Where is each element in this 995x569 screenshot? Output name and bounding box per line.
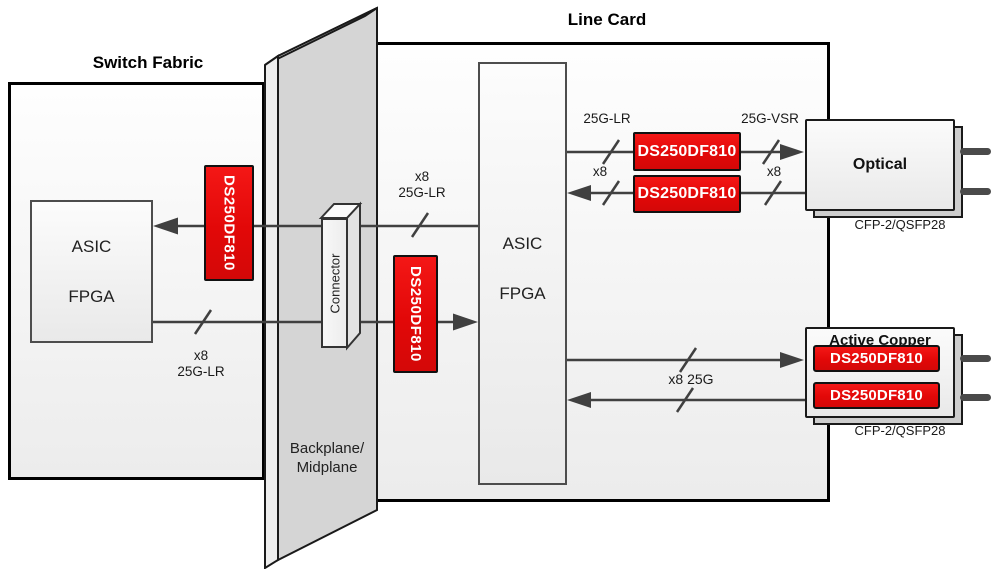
- optical-vsr-rate-label: 25G-VSR: [741, 111, 799, 126]
- optical-connector-type-label: CFP-2/QSFP28: [854, 217, 946, 232]
- retimer-optical-tx: DS250DF810: [633, 132, 741, 171]
- bus-label-sf-lanes: x8: [193, 348, 209, 363]
- optical-vsr-lanes-label: x8: [766, 164, 782, 179]
- optical-module-title: Optical: [852, 156, 908, 173]
- copper-connector-type-label: CFP-2/QSFP28: [854, 423, 946, 438]
- connector-box: Connector: [321, 218, 348, 348]
- line-card-asic-label: ASIC: [502, 234, 543, 253]
- retimer-line-card-label: DS250DF810: [407, 266, 424, 362]
- bus-label-lc-rate: 25G-LR: [398, 185, 446, 200]
- backplane-front-face: [264, 54, 279, 569]
- bus-label-lc-side: x8 25G-LR: [398, 169, 445, 201]
- optical-pin-bottom: [960, 188, 991, 195]
- line-card-title: Line Card: [567, 10, 647, 29]
- retimer-copper-tx-label: DS250DF810: [830, 350, 923, 367]
- switch-fabric-title: Switch Fabric: [92, 53, 204, 72]
- connector-top-face: [318, 203, 363, 219]
- bus-label-sf-rate: 25G-LR: [177, 364, 225, 379]
- copper-bus-label: x8 25G: [668, 371, 714, 387]
- switch-fabric-fpga-label: FPGA: [68, 286, 115, 306]
- bus-label-sf-side: x8 25G-LR: [177, 348, 224, 380]
- retimer-switch-fabric-label: DS250DF810: [220, 175, 238, 271]
- line-card-fpga-label: FPGA: [499, 284, 546, 303]
- copper-pin-top: [960, 355, 991, 362]
- copper-pin-bottom: [960, 394, 991, 401]
- line-card-box: [375, 42, 830, 502]
- retimer-copper-tx: DS250DF810: [813, 345, 940, 372]
- retimer-switch-fabric: DS250DF810: [204, 165, 254, 281]
- switch-fabric-asic-label: ASIC: [71, 236, 112, 256]
- copper-module-title: Active Copper: [829, 332, 931, 349]
- optical-module: Optical: [805, 119, 955, 211]
- line-card-asic-box: ASIC FPGA: [478, 62, 567, 485]
- backplane-label-line2: Midplane: [296, 459, 358, 476]
- optical-tx-lanes-label: x8: [592, 164, 608, 179]
- connector-label: Connector: [327, 253, 343, 313]
- switch-fabric-asic-box: ASIC FPGA: [30, 200, 153, 343]
- retimer-line-card: DS250DF810: [393, 255, 438, 373]
- retimer-optical-tx-label: DS250DF810: [637, 142, 737, 160]
- bus-label-lc-lanes: x8: [414, 169, 430, 184]
- retimer-optical-rx: DS250DF810: [633, 175, 741, 213]
- backplane-label: Backplane/ Midplane: [290, 439, 364, 477]
- optical-tx-rate-label: 25G-LR: [583, 111, 631, 126]
- retimer-copper-rx-label: DS250DF810: [830, 387, 923, 404]
- optical-pin-top: [960, 148, 991, 155]
- retimer-optical-rx-label: DS250DF810: [637, 185, 737, 202]
- backplane-top-face: [264, 7, 378, 66]
- backplane-label-line1: Backplane/: [289, 440, 365, 457]
- retimer-copper-rx: DS250DF810: [813, 382, 940, 409]
- connector-right-face: [346, 201, 361, 351]
